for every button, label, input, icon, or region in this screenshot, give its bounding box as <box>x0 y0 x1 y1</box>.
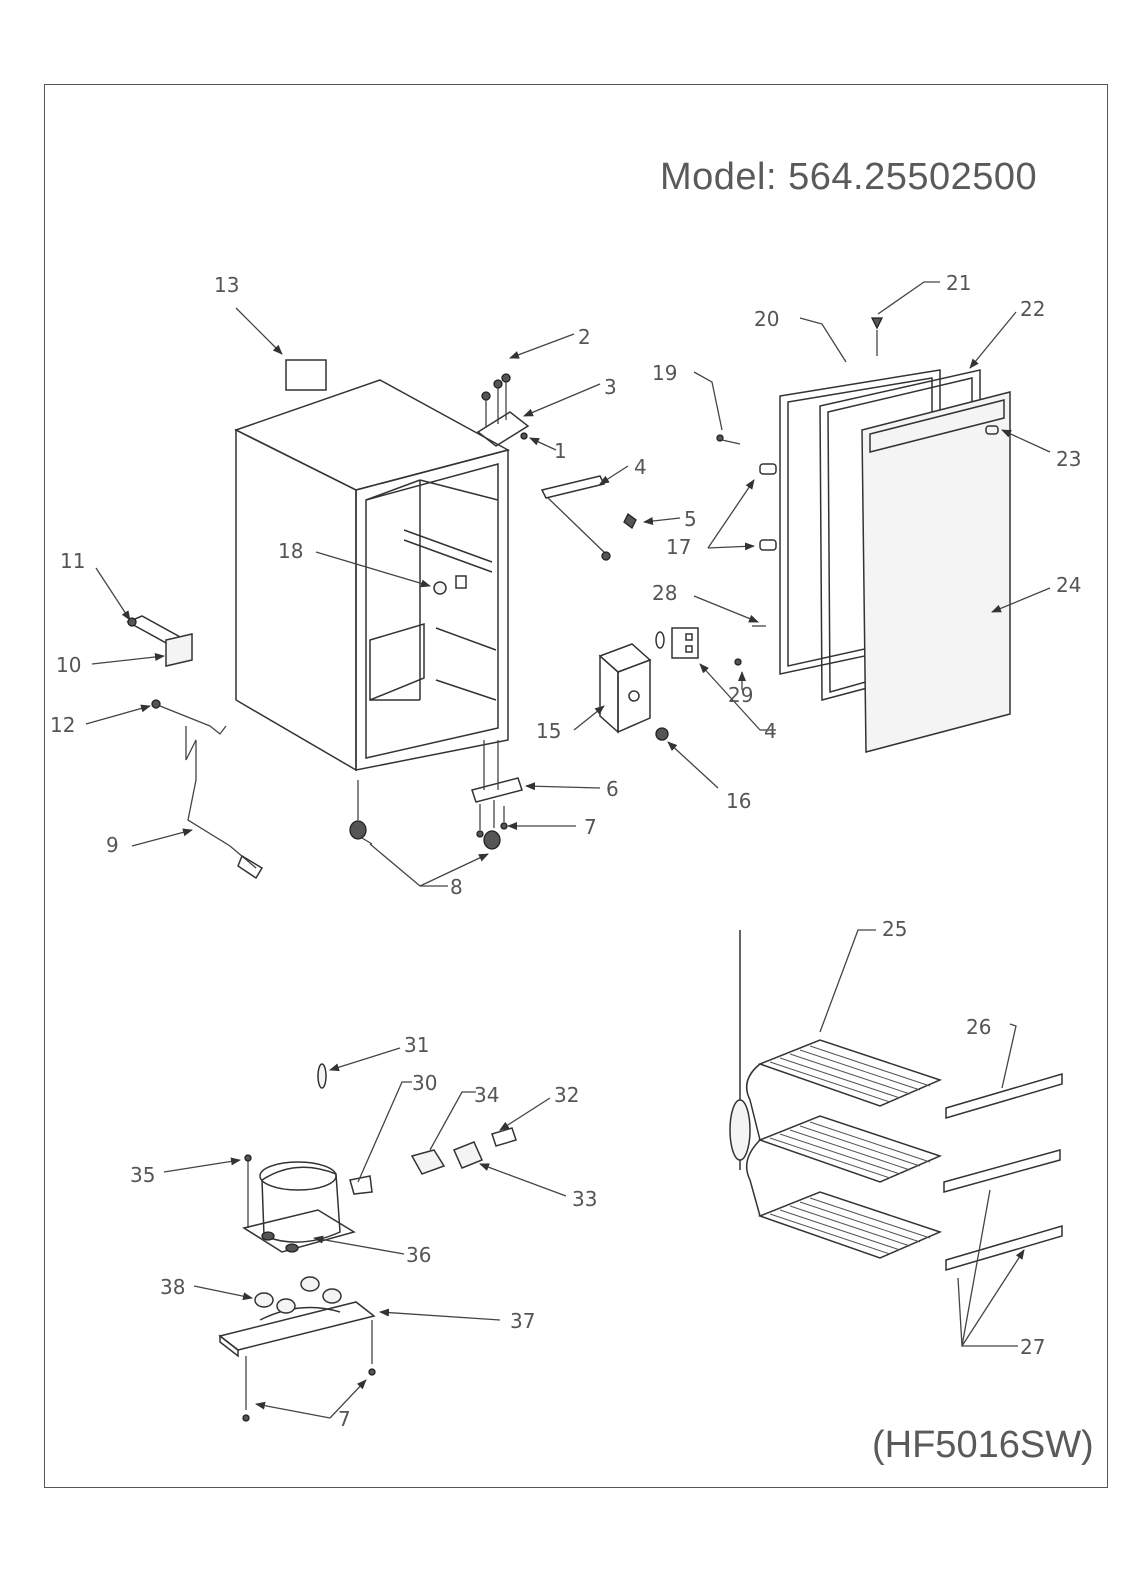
leveling-legs <box>350 780 500 849</box>
part-label-17: 17 <box>666 535 691 559</box>
part-label-11: 11 <box>60 549 85 573</box>
part-label-32: 32 <box>554 1083 579 1107</box>
part-label-38: 38 <box>160 1275 185 1299</box>
cabinet <box>236 380 508 770</box>
part-label-34: 34 <box>474 1083 499 1107</box>
top-hinge <box>478 374 528 446</box>
part-label-5: 5 <box>684 507 697 531</box>
part-label-23: 23 <box>1056 447 1081 471</box>
part-label-35: 35 <box>130 1163 155 1187</box>
part-label-28: 28 <box>652 581 677 605</box>
part-label-2: 2 <box>578 325 591 349</box>
part-label-9: 9 <box>106 833 119 857</box>
electrical-parts <box>128 616 262 878</box>
part-label-4b: 4 <box>764 719 777 743</box>
part-label-13: 13 <box>214 273 239 297</box>
part-label-19: 19 <box>652 361 677 385</box>
base-plate <box>220 1277 375 1421</box>
part-label-29: 29 <box>728 683 753 707</box>
thermostat-housing <box>456 576 466 588</box>
hinge-bracket <box>542 476 636 560</box>
part-label-16: 16 <box>726 789 751 813</box>
part-label-30: 30 <box>412 1071 437 1095</box>
part-label-3: 3 <box>604 375 617 399</box>
part-label-25: 25 <box>882 917 907 941</box>
part-label-8: 8 <box>450 875 463 899</box>
control-box <box>600 628 698 740</box>
part-label-7a: 7 <box>584 815 597 839</box>
label-sticker <box>286 360 326 390</box>
thermostat-knob <box>434 582 446 594</box>
part-label-33: 33 <box>572 1187 597 1211</box>
part-label-22: 22 <box>1020 297 1045 321</box>
part-label-20: 20 <box>754 307 779 331</box>
door-assembly <box>717 318 1010 752</box>
part-label-10: 10 <box>56 653 81 677</box>
part-label-37: 37 <box>510 1309 535 1333</box>
part-label-27: 27 <box>1020 1335 1045 1359</box>
part-label-21: 21 <box>946 271 971 295</box>
bottom-hinge <box>472 740 522 837</box>
part-label-26: 26 <box>966 1015 991 1039</box>
part-label-18: 18 <box>278 539 303 563</box>
part-label-12: 12 <box>50 713 75 737</box>
part-label-24: 24 <box>1056 573 1081 597</box>
shelf-rails <box>944 1074 1062 1270</box>
part-label-15: 15 <box>536 719 561 743</box>
part-label-1: 1 <box>554 439 567 463</box>
part-label-7b: 7 <box>338 1407 351 1431</box>
evaporator-shelves <box>730 930 940 1258</box>
part-label-4a: 4 <box>634 455 647 479</box>
part-label-6: 6 <box>606 777 619 801</box>
part-label-36: 36 <box>406 1243 431 1267</box>
part-label-31: 31 <box>404 1033 429 1057</box>
